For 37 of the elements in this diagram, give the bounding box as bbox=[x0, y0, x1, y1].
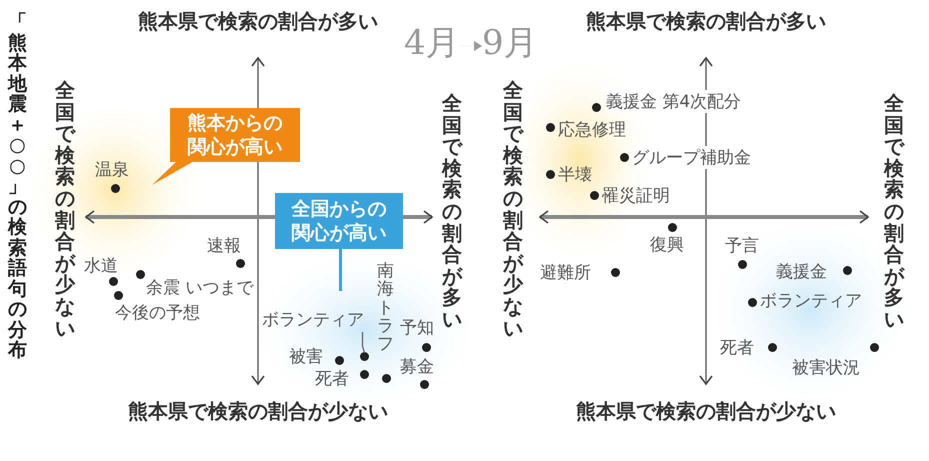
leader-line bbox=[362, 332, 366, 354]
axis-label: 全国で検索の割合が多い bbox=[441, 93, 463, 331]
term-label: 余震 いつまで bbox=[146, 277, 254, 299]
term-label: 被害 bbox=[289, 346, 323, 368]
term-label: ボランティア bbox=[760, 290, 862, 312]
term-label: 速報 bbox=[207, 235, 241, 257]
axis-label: 熊本県で検索の割合が多い bbox=[586, 8, 826, 35]
term-label: グループ補助金 bbox=[632, 146, 751, 169]
axis-label: 全国で検索の割合が少ない bbox=[54, 80, 76, 340]
term-label: 被害状況 bbox=[792, 357, 860, 379]
term-label: 罹災証明 bbox=[602, 185, 670, 207]
term-label: 避難所 bbox=[540, 262, 591, 284]
term-label: 予知 bbox=[400, 317, 434, 339]
axis-label: 熊本県で検索の割合が少ない bbox=[576, 398, 836, 425]
axis-label: 全国で検索の割合が多い bbox=[883, 93, 905, 331]
term-label: 今後の予想 bbox=[115, 302, 200, 324]
term-label: 復興 bbox=[650, 234, 684, 256]
term-label: 応急修理 bbox=[558, 119, 626, 141]
term-label: 義援金 bbox=[776, 261, 827, 283]
title: 「熊本地震＋○○」の検索語句の分布 bbox=[7, 12, 28, 361]
term-label: 水道 bbox=[84, 255, 118, 277]
axis-label: 熊本県で検索の割合が少ない bbox=[128, 398, 388, 425]
axis-label: 熊本県で検索の割合が多い bbox=[138, 8, 378, 35]
month-label: 4月 bbox=[404, 20, 460, 66]
term-label: 半壊 bbox=[558, 164, 592, 186]
term-label: 温泉 bbox=[95, 159, 129, 181]
term-label: ボランティア bbox=[262, 308, 364, 331]
callout-box: 熊本からの関心が高い bbox=[170, 108, 300, 162]
term-label: 募金 bbox=[400, 356, 434, 378]
callout-box: 全国からの関心が高い bbox=[275, 193, 403, 249]
axis-label: 全国で検索の割合が少ない bbox=[502, 80, 524, 340]
term-label: 南海トラフ bbox=[376, 262, 395, 354]
month-label: 9月 bbox=[482, 20, 538, 66]
term-label: 予言 bbox=[725, 235, 759, 257]
term-label: 死者 bbox=[720, 337, 754, 359]
term-label: 死者 bbox=[315, 368, 349, 390]
term-label: 義援金 第4次配分 bbox=[606, 90, 742, 113]
